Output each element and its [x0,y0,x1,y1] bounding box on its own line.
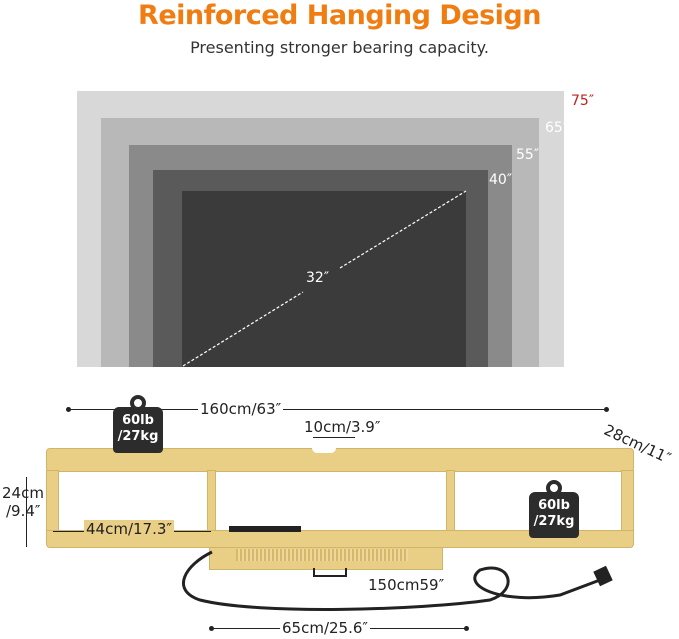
weight-lb: 60lb [122,413,154,428]
cord-label: 150cm59″ [368,576,445,594]
tv-label-65: 65″ [545,120,569,136]
weight-kg: /27kg [117,429,159,444]
dot [209,626,214,631]
page-title: Reinforced Hanging Design [138,0,541,31]
dot [604,407,609,412]
tv-label-55: 55″ [516,147,540,163]
weight-kg: /27kg [533,514,575,529]
width-label: 160cm/63″ [198,400,284,418]
tv-label-32: 32″ [306,270,330,286]
tv-label-75: 75″ [571,93,595,109]
weight-badge: 60lb/27kg [113,395,163,453]
cutout-line [313,437,355,438]
cutout-label: 10cm/3.9″ [302,418,383,436]
compartment-label: 44cm/17.3″ [84,520,175,538]
rattan-panel [236,549,408,561]
tv-label-40: 40″ [489,172,513,188]
drawer-width-label: 65cm/25.6″ [280,619,371,637]
height-label-cm: 24cm [2,484,44,502]
cable-cutout [312,448,336,453]
height-label-in: /9.4″ [6,502,41,520]
weight-badge: 60lb/27kg [529,480,579,538]
dot [464,626,469,631]
height-line [26,477,27,547]
weight-lb: 60lb [538,498,570,513]
power-strip [229,526,301,532]
subtitle: Presenting stronger bearing capacity. [190,38,489,57]
drawer-handle[interactable] [313,568,347,577]
width-line [68,409,608,410]
diagonal-line [182,190,467,367]
dot [66,407,71,412]
